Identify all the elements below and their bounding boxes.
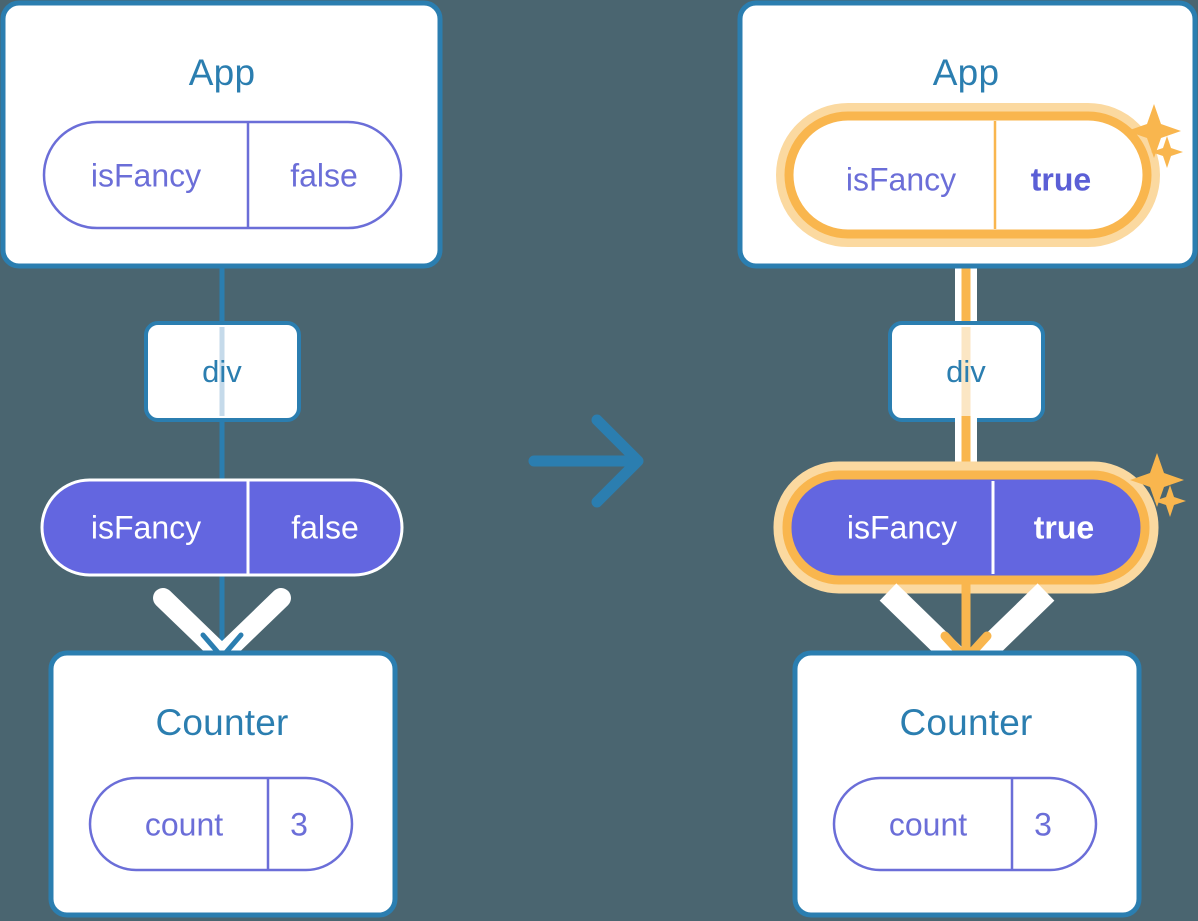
- sparkle-small-icon-2: [1154, 485, 1186, 517]
- sparkle-large-icon: [1127, 104, 1181, 158]
- app-pill-left: [42, 120, 403, 230]
- arrow-wing-left-right: [879, 583, 967, 669]
- prop-pill-left: [40, 478, 404, 577]
- app-pill-ring-right: [784, 111, 1152, 239]
- prop-pill-ring-right: [782, 470, 1150, 585]
- arrow-wing-right-right: [967, 583, 1055, 669]
- transition-right-arrow-icon: [528, 414, 644, 508]
- counter-pill-left: [88, 776, 354, 872]
- app-pill-glow-right: [776, 103, 1160, 247]
- sparkle-small-icon: [1151, 136, 1183, 168]
- sparkle-large-icon-2: [1130, 453, 1184, 507]
- counter-pill-right: [832, 776, 1098, 872]
